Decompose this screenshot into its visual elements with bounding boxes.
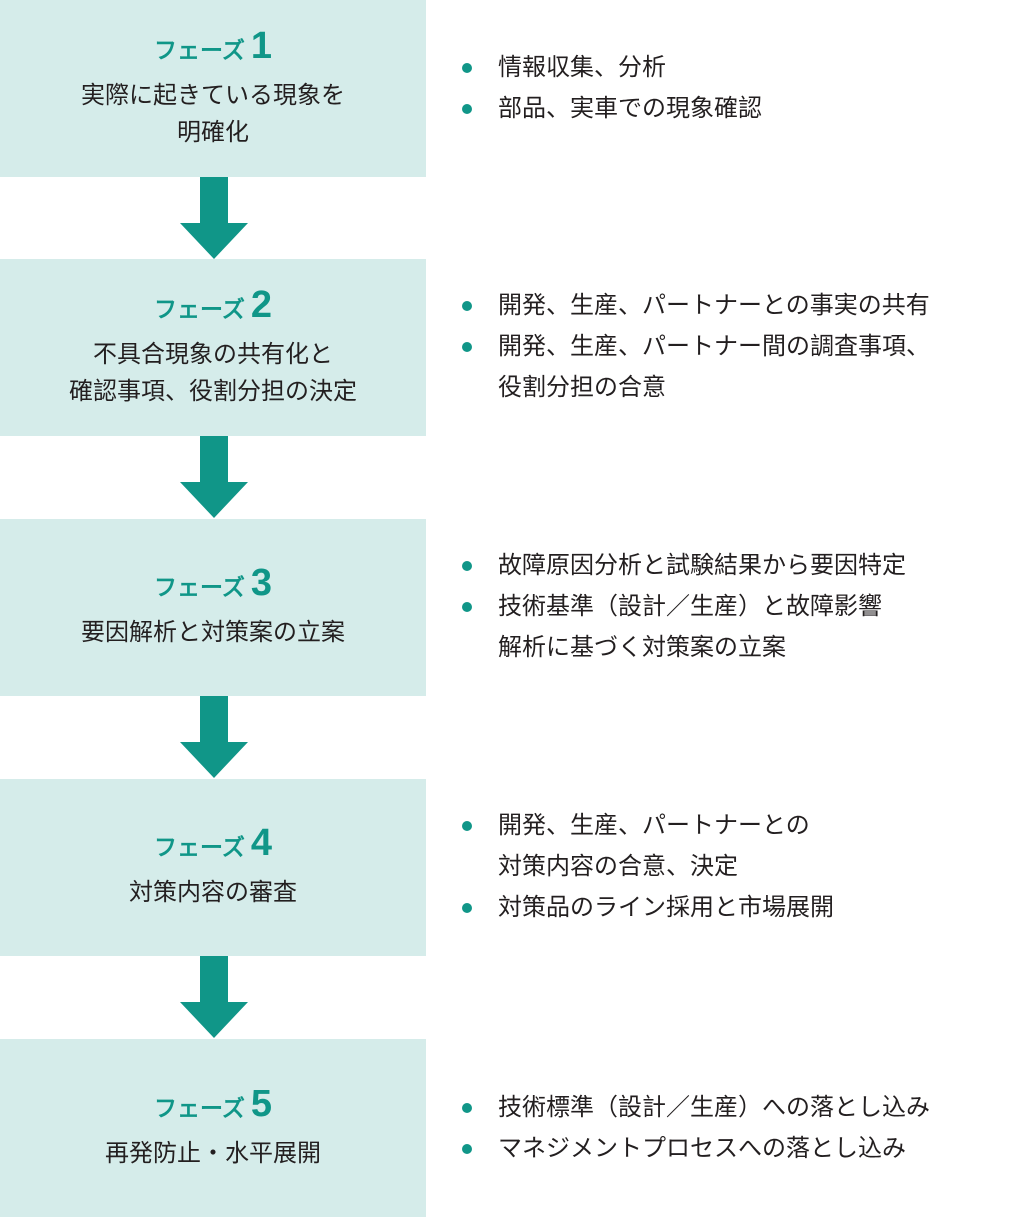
list-item: 故障原因分析と試験結果から要因特定 <box>462 545 906 586</box>
bullet-dot-icon <box>462 1144 472 1154</box>
phase-number: 4 <box>250 822 272 864</box>
phase-label: フェーズ <box>154 37 245 64</box>
bullet-dot-icon <box>462 903 472 913</box>
list-item: 開発、生産、パートナー間の調査事項、 役割分担の合意 <box>462 326 930 408</box>
phase-3-bullet-list: 故障原因分析と試験結果から要因特定 技術基準（設計／生産）と故障影響 解析に基づ… <box>462 545 906 668</box>
phase-label: フェーズ <box>154 296 245 323</box>
list-item: マネジメントプロセスへの落とし込み <box>462 1128 930 1169</box>
bullet-dot-icon <box>462 602 472 612</box>
phase-label: フェーズ <box>154 835 245 861</box>
phase-2-bullet-list: 開発、生産、パートナーとの事実の共有 開発、生産、パートナー間の調査事項、 役割… <box>462 285 930 408</box>
list-item: 対策品のライン採用と市場展開 <box>462 887 834 928</box>
phase-5-description: 再発防止・水平展開 <box>105 1138 321 1167</box>
list-item: 部品、実車での現象確認 <box>462 88 762 129</box>
bullet-dot-icon <box>462 821 472 831</box>
down-arrow-icon <box>180 436 248 518</box>
phase-3-description: 要因解析と対策案の立案 <box>81 618 345 646</box>
bullet-dot-icon <box>462 1103 472 1113</box>
phase-1-bullet-list: 情報収集、分析 部品、実車での現象確認 <box>462 47 762 129</box>
phase-2-description: 不具合現象の共有化と 確認事項、役割分担の決定 <box>69 339 357 405</box>
phase-number: 5 <box>250 1082 272 1125</box>
list-item: 開発、生産、パートナーとの 対策内容の合意、決定 <box>462 805 834 887</box>
bullet-dot-icon <box>462 63 472 73</box>
phase-1-description: 実際に起きている現象を 明確化 <box>81 80 345 146</box>
down-arrow-icon <box>180 177 248 259</box>
phase-label: フェーズ <box>154 1095 245 1122</box>
phase-number: 1 <box>250 24 272 67</box>
bullet-dot-icon <box>462 104 472 114</box>
bullet-dot-icon <box>462 301 472 311</box>
down-arrow-icon <box>180 956 248 1038</box>
bullet-dot-icon <box>462 342 472 352</box>
list-item: 情報収集、分析 <box>462 47 762 88</box>
list-item: 技術基準（設計／生産）と故障影響 解析に基づく対策案の立案 <box>462 586 906 668</box>
phase-label: フェーズ <box>154 575 245 601</box>
list-item: 開発、生産、パートナーとの事実の共有 <box>462 285 930 326</box>
down-arrow-icon <box>180 696 248 778</box>
phase-4-description: 対策内容の審査 <box>129 878 297 906</box>
bullet-dot-icon <box>462 561 472 571</box>
phase-4-bullet-list: 開発、生産、パートナーとの 対策内容の合意、決定 対策品のライン採用と市場展開 <box>462 805 834 928</box>
phase-5-bullet-list: 技術標準（設計／生産）への落とし込み マネジメントプロセスへの落とし込み <box>462 1087 930 1169</box>
phase-number: 2 <box>250 283 272 326</box>
list-item: 技術標準（設計／生産）への落とし込み <box>462 1087 930 1128</box>
phase-number: 3 <box>250 562 272 604</box>
